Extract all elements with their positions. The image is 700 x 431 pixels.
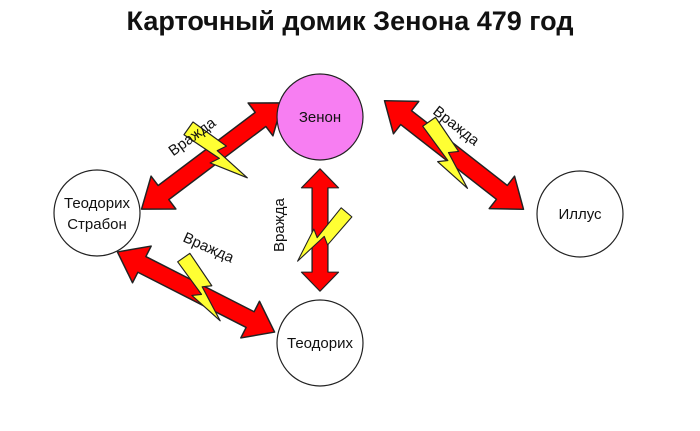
double-arrow-icon — [371, 83, 537, 227]
node-label-theodoric: Теодорих — [287, 335, 353, 352]
double-arrow-icon — [128, 85, 296, 227]
node-illus: Иллус — [536, 170, 624, 258]
node-label-zenon: Зенон — [299, 109, 341, 126]
edge-strabon-theodoric: Вражда — [107, 229, 285, 352]
diagram-title: Карточный домик Зенона 479 год — [126, 6, 574, 36]
node-label-strabon-line1: Теодорих — [64, 195, 130, 212]
node-label-illus: Иллус — [558, 206, 602, 223]
node-theodoric: Теодорих — [276, 299, 364, 387]
edge-label-zenon-theodoric: Вражда — [271, 198, 288, 252]
edge-zenon-illus: Вражда — [371, 83, 537, 227]
edge-zenon-strabon: Вражда — [128, 85, 296, 227]
edge-zenon-theodoric: Вражда — [271, 168, 359, 292]
node-label-strabon-line2: Страбон — [67, 216, 127, 233]
node-strabon: Теодорих Страбон — [53, 169, 141, 257]
node-zenon: Зенон — [276, 73, 364, 161]
